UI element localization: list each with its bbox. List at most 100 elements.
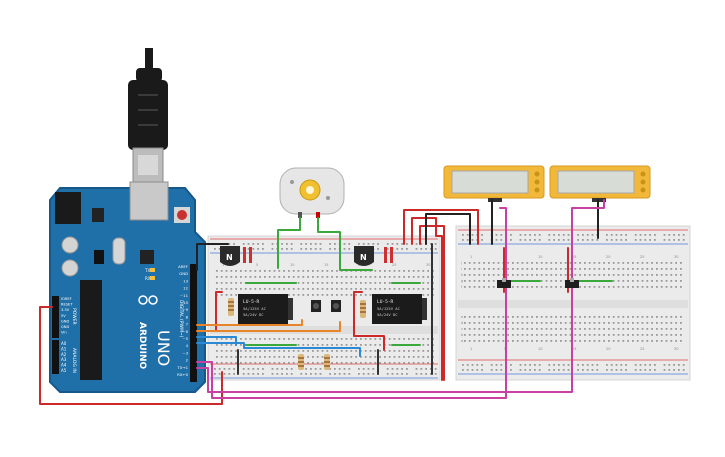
breadboard-hole[interactable] <box>340 294 343 296</box>
breadboard-hole[interactable] <box>593 274 596 276</box>
breadboard-hole[interactable] <box>329 373 331 375</box>
breadboard-hole[interactable] <box>343 368 346 370</box>
breadboard-hole[interactable] <box>403 288 405 290</box>
relay-2[interactable]: LU-5-R 5A/125V AC 5A/24V DC <box>372 294 427 324</box>
breadboard-hole[interactable] <box>497 328 500 330</box>
breadboard-hole[interactable] <box>314 373 317 375</box>
breadboard-hole[interactable] <box>228 373 231 375</box>
breadboard-hole[interactable] <box>550 286 553 288</box>
breadboard-hole[interactable] <box>610 364 613 366</box>
breadboard-hole[interactable] <box>507 322 509 324</box>
breadboard-hole[interactable] <box>329 248 331 250</box>
breadboard-hole[interactable] <box>412 338 415 340</box>
breadboard-hole[interactable] <box>603 286 605 288</box>
breadboard-hole[interactable] <box>574 322 577 324</box>
breadboard-hole[interactable] <box>466 364 469 366</box>
breadboard-hole[interactable] <box>641 316 644 318</box>
resistor[interactable] <box>228 298 234 316</box>
breadboard-hole[interactable] <box>348 243 351 245</box>
wire-red[interactable] <box>403 209 479 245</box>
breadboard-hole[interactable] <box>651 340 653 342</box>
breadboard-hole[interactable] <box>288 338 290 340</box>
breadboard-hole[interactable] <box>516 328 519 330</box>
breadboard-hole[interactable] <box>670 328 673 330</box>
breadboard-hole[interactable] <box>415 373 418 375</box>
breadboard-hole[interactable] <box>218 373 221 375</box>
breadboard-hole[interactable] <box>312 288 314 290</box>
breadboard-hole[interactable] <box>644 369 647 371</box>
breadboard-hole[interactable] <box>651 268 653 270</box>
breadboard-hole[interactable] <box>495 364 498 366</box>
wire-orange[interactable] <box>196 321 341 332</box>
wire-red[interactable] <box>39 306 223 405</box>
breadboard-hole[interactable] <box>249 356 252 358</box>
breadboard-hole[interactable] <box>316 270 319 272</box>
breadboard-hole[interactable] <box>591 239 594 241</box>
breadboard-hole[interactable] <box>220 276 223 278</box>
breadboard-hole[interactable] <box>545 262 548 264</box>
breadboard-hole[interactable] <box>612 322 615 324</box>
breadboard-hole[interactable] <box>526 262 529 264</box>
breadboard-hole[interactable] <box>340 282 343 284</box>
breadboard-hole[interactable] <box>427 350 429 352</box>
breadboard-hole[interactable] <box>254 288 257 290</box>
breadboard-hole[interactable] <box>355 282 357 284</box>
breadboard-hole[interactable] <box>612 280 615 282</box>
breadboard-hole[interactable] <box>668 239 671 241</box>
breadboard-hole[interactable] <box>540 280 543 282</box>
breadboard-hole[interactable] <box>620 369 623 371</box>
breadboard-hole[interactable] <box>377 248 379 250</box>
breadboard-hole[interactable] <box>415 368 418 370</box>
breadboard-hole[interactable] <box>622 274 625 276</box>
breadboard-hole[interactable] <box>550 262 553 264</box>
breadboard-hole[interactable] <box>321 350 324 352</box>
breadboard-hole[interactable] <box>548 239 551 241</box>
breadboard-hole[interactable] <box>307 338 309 340</box>
breadboard-hole[interactable] <box>603 316 605 318</box>
breadboard-hole[interactable] <box>216 356 218 358</box>
breadboard-hole[interactable] <box>331 350 333 352</box>
breadboard-hole[interactable] <box>502 322 505 324</box>
breadboard-hole[interactable] <box>636 334 639 336</box>
breadboard-hole[interactable] <box>434 368 437 370</box>
breadboard-hole[interactable] <box>558 239 560 241</box>
breadboard-hole[interactable] <box>281 368 283 370</box>
breadboard-hole[interactable] <box>408 270 410 272</box>
breadboard-hole[interactable] <box>247 368 250 370</box>
breadboard-hole[interactable] <box>577 369 579 371</box>
breadboard-hole[interactable] <box>627 340 629 342</box>
breadboard-hole[interactable] <box>483 334 485 336</box>
breadboard-hole[interactable] <box>360 344 362 346</box>
breadboard-hole[interactable] <box>562 364 565 366</box>
breadboard-hole[interactable] <box>271 248 274 250</box>
breadboard-hole[interactable] <box>670 274 673 276</box>
breadboard-hole[interactable] <box>560 316 562 318</box>
breadboard-hole[interactable] <box>660 334 663 336</box>
breadboard-hole[interactable] <box>598 262 601 264</box>
wire-red[interactable] <box>419 225 445 381</box>
breadboard-hole[interactable] <box>264 362 266 364</box>
breadboard-hole[interactable] <box>579 328 581 330</box>
breadboard-hole[interactable] <box>367 373 370 375</box>
breadboard-hole[interactable] <box>550 328 553 330</box>
breadboard-hole[interactable] <box>367 243 370 245</box>
breadboard-hole[interactable] <box>468 268 471 270</box>
breadboard-hole[interactable] <box>364 276 367 278</box>
breadboard-hole[interactable] <box>555 280 557 282</box>
breadboard-hole[interactable] <box>673 369 675 371</box>
breadboard-hole[interactable] <box>259 276 261 278</box>
breadboard-hole[interactable] <box>670 316 673 318</box>
breadboard-hole[interactable] <box>588 262 591 264</box>
breadboard-hole[interactable] <box>281 243 283 245</box>
breadboard-hole[interactable] <box>497 340 500 342</box>
breadboard-hole[interactable] <box>675 262 677 264</box>
breadboard-hole[interactable] <box>521 340 524 342</box>
breadboard-hole[interactable] <box>471 234 474 236</box>
breadboard-hole[interactable] <box>307 350 309 352</box>
breadboard-hole[interactable] <box>641 334 644 336</box>
breadboard-hole[interactable] <box>262 368 264 370</box>
breadboard-hole[interactable] <box>627 268 629 270</box>
breadboard-hole[interactable] <box>636 286 639 288</box>
breadboard-hole[interactable] <box>422 338 425 340</box>
breadboard-hole[interactable] <box>636 274 639 276</box>
